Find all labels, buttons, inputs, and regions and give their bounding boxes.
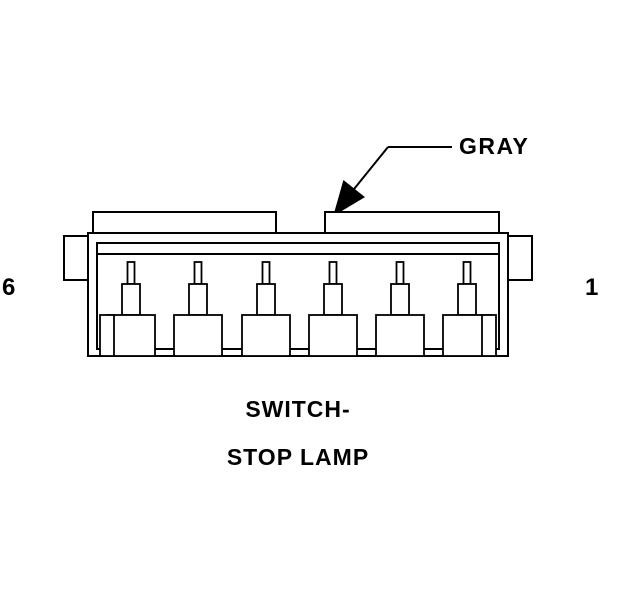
component-title: SWITCH- STOP LAMP [148,396,448,492]
component-title-line2: STOP LAMP [226,444,370,470]
component-title-line1: SWITCH- [245,396,351,422]
connector-top-tab-right [324,211,500,234]
terminal-cavity-4 [241,261,291,357]
terminal-foot [308,314,358,357]
terminal-foot [241,314,291,357]
arrowhead-icon [333,180,365,217]
pin-number-right: 1 [585,274,599,301]
gray-callout-leader [349,146,452,195]
terminal-stem [188,283,208,316]
connector-inner-face [96,242,500,350]
terminal-cavity-6 [106,261,156,357]
terminal-slot [126,261,136,285]
connector-ear-right [507,235,533,281]
terminal-slot [462,261,472,285]
terminal-slot [395,261,405,285]
wire-color-label: GRAY [459,133,530,159]
terminal-foot [173,314,223,357]
terminal-cavity-5 [173,261,223,357]
terminal-slot [261,261,271,285]
terminal-stem [256,283,276,316]
terminal-foot [375,314,425,357]
terminal-slot [193,261,203,285]
pin-number-left: 6 [2,274,16,301]
terminal-cavity-3 [308,261,358,357]
terminal-stem [323,283,343,316]
connector-top-tab-left [92,211,277,234]
terminal-foot [106,314,156,357]
terminal-stem [390,283,410,316]
terminal-stem [121,283,141,316]
leader-diagonal-line [349,146,389,195]
edge-rib-left [99,314,115,357]
terminal-slot [328,261,338,285]
terminal-cavity-2 [375,261,425,357]
connector-ear-left [63,235,89,281]
terminal-cavities [99,261,497,357]
terminal-stem [457,283,477,316]
edge-rib-right [481,314,497,357]
